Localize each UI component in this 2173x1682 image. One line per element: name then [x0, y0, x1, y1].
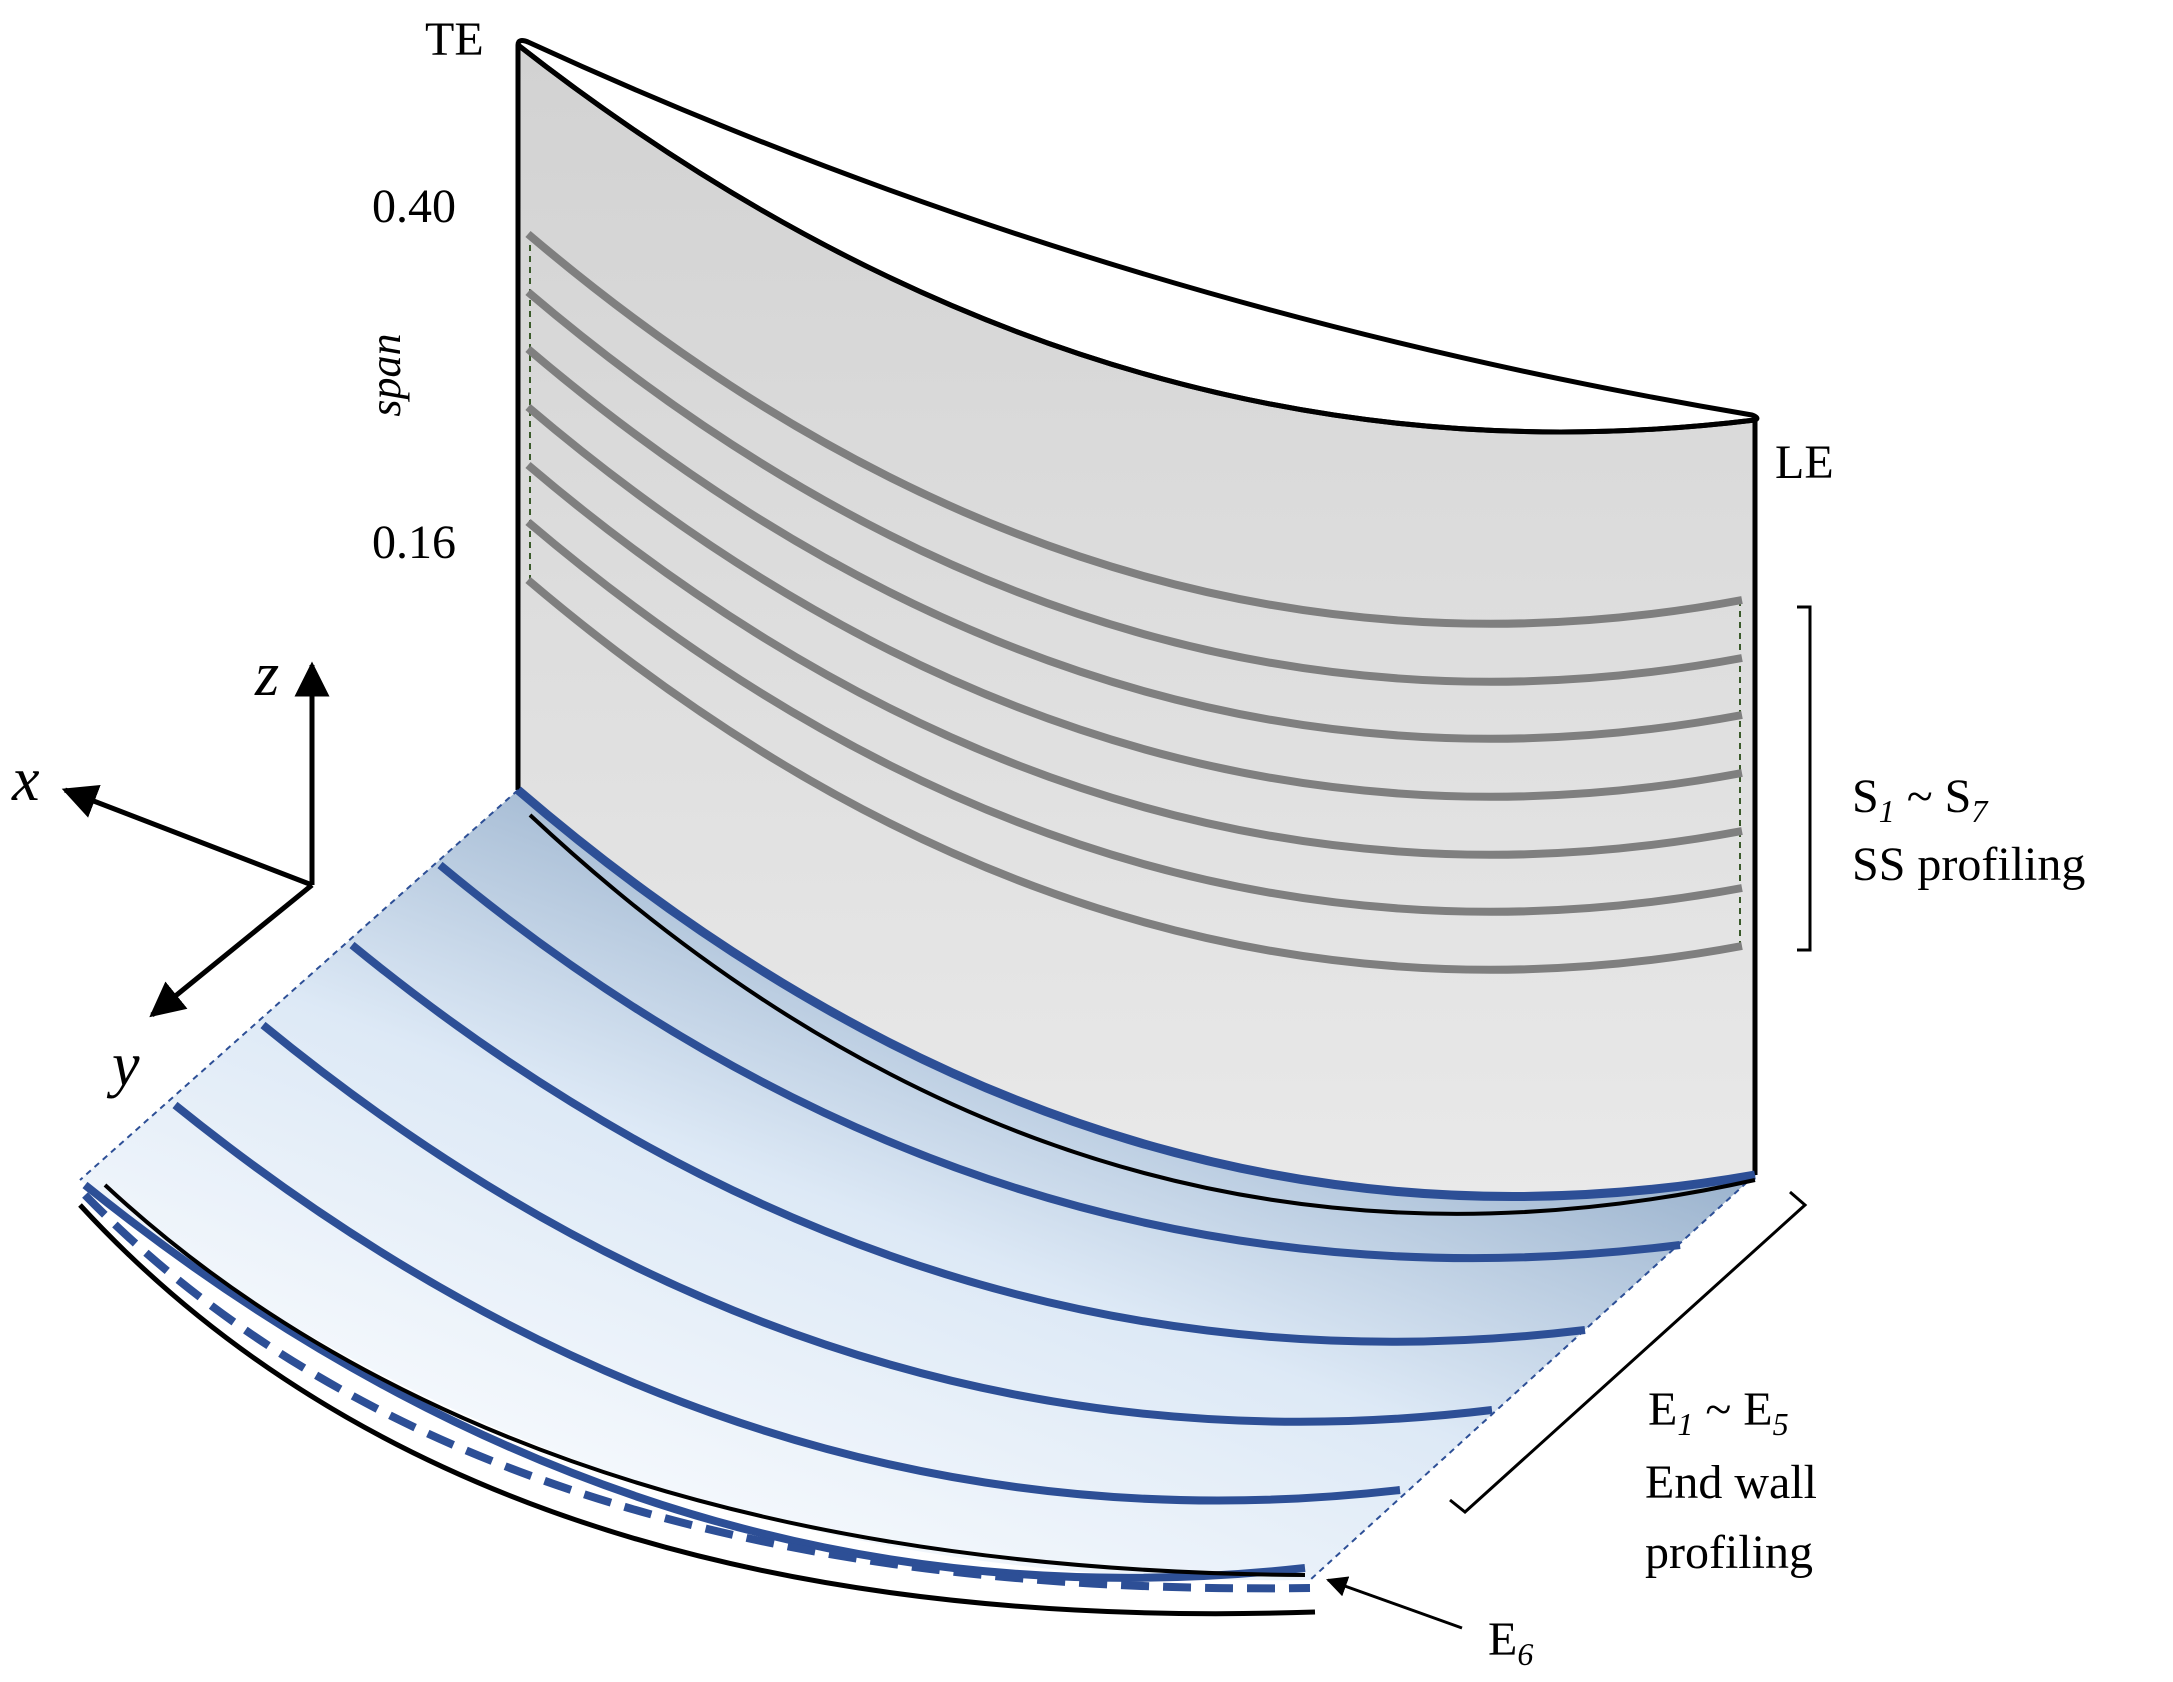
ew-range-label: E1 ~ E5 [1648, 1383, 1789, 1442]
ss-profile-line [525, 345, 1743, 743]
y-axis-arrow [149, 883, 314, 1018]
e6-annotation: E6 [1326, 1576, 1533, 1672]
x-axis-label: x [11, 746, 40, 814]
ew-profile-line [260, 1021, 1493, 1426]
ew-profile-line [172, 1101, 1401, 1505]
ew-bracket [1449, 1190, 1808, 1514]
ss-profiling-annotation: S1 ~ S7 SS profiling [1797, 605, 2085, 952]
end-wall-inner-outline [103, 1183, 1306, 1577]
ss-profile-line [525, 518, 1743, 916]
span-axis-label: span [361, 333, 410, 416]
ss-range-label: S1 ~ S7 [1852, 770, 1989, 829]
blade-root-outline [528, 813, 1756, 1216]
end-wall-dashed-edge-right [1309, 1174, 1756, 1581]
end-wall-region [78, 786, 1756, 1617]
end-wall-fill [80, 790, 1755, 1581]
blade-upper-edge [516, 43, 1756, 435]
ss-profile-line [525, 576, 1743, 974]
ss-bracket [1797, 605, 1812, 952]
trailing-edge-label: TE [425, 13, 484, 66]
ew-profile-line [349, 941, 1586, 1346]
ss-caption: SS profiling [1852, 838, 2085, 891]
ss-profile-line [525, 288, 1743, 686]
ew-caption-line1: End wall [1645, 1456, 1817, 1509]
end-wall-dashed-edge-left [79, 789, 519, 1181]
blade-root-line [515, 786, 1756, 1201]
e6-pointer-arrow [1326, 1576, 1463, 1630]
e6-label: E6 [1488, 1613, 1533, 1672]
x-axis-arrow [61, 784, 313, 888]
ss-profile-line [525, 403, 1743, 801]
leading-edge-label: LE [1775, 436, 1834, 489]
z-axis-label: z [254, 641, 279, 709]
ss-profile-line [525, 461, 1743, 859]
ew-caption-line2: profiling [1645, 1526, 1813, 1579]
coordinate-axes: z x y [11, 641, 330, 1099]
ew-profile-line [437, 861, 1681, 1263]
ew-profiling-annotation: E1 ~ E5 End wall profiling [1449, 1190, 1817, 1579]
y-axis-label: y [106, 1031, 140, 1099]
end-wall-outer-outline [78, 1203, 1316, 1617]
blade-suction-surface [515, 38, 1760, 1197]
span-tick-lower: 0.16 [372, 516, 456, 569]
span-tick-upper: 0.40 [372, 180, 456, 233]
ss-profile-line [525, 230, 1743, 628]
e6-dashed-line [82, 1192, 1311, 1593]
ew-profile-line [82, 1181, 1306, 1582]
